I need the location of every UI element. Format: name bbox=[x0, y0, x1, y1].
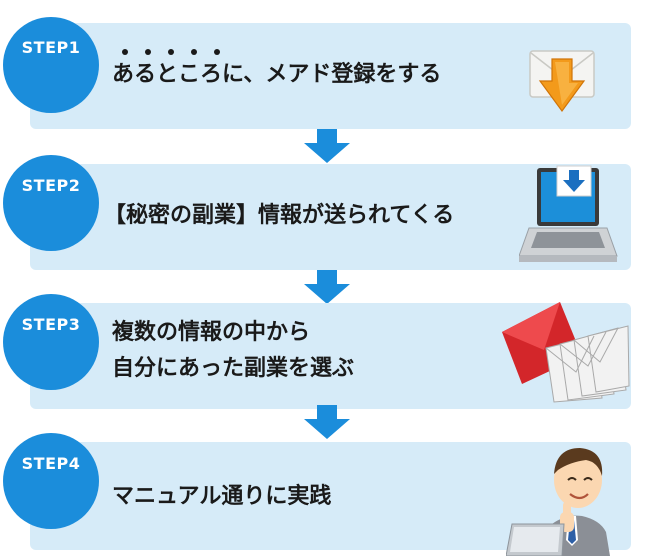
down-arrow-icon bbox=[304, 270, 350, 304]
step2-text: 【秘密の副業】情報が送られてくる bbox=[104, 203, 455, 228]
step3-text-line1: 複数の情報の中から bbox=[112, 320, 311, 345]
envelope-download-icon bbox=[529, 50, 595, 113]
laptop-download-icon bbox=[519, 165, 618, 262]
step4-text: マニュアル通りに実践 bbox=[112, 484, 332, 509]
down-arrow-icon bbox=[304, 129, 350, 163]
step4-badge: STEP4 bbox=[3, 433, 99, 529]
step3-badge: STEP3 bbox=[3, 294, 99, 390]
step2-badge: STEP2 bbox=[3, 155, 99, 251]
down-arrow-icon bbox=[304, 405, 350, 439]
step1-text: あるところに、メアド登録をする bbox=[112, 62, 442, 87]
emphasis-dots bbox=[122, 49, 220, 55]
envelopes-stack-icon bbox=[502, 302, 630, 403]
step1-badge: STEP1 bbox=[3, 17, 99, 113]
step3-text-line2: 自分にあった副業を選ぶ bbox=[112, 356, 355, 381]
businessman-thumbs-up-icon bbox=[506, 448, 610, 556]
